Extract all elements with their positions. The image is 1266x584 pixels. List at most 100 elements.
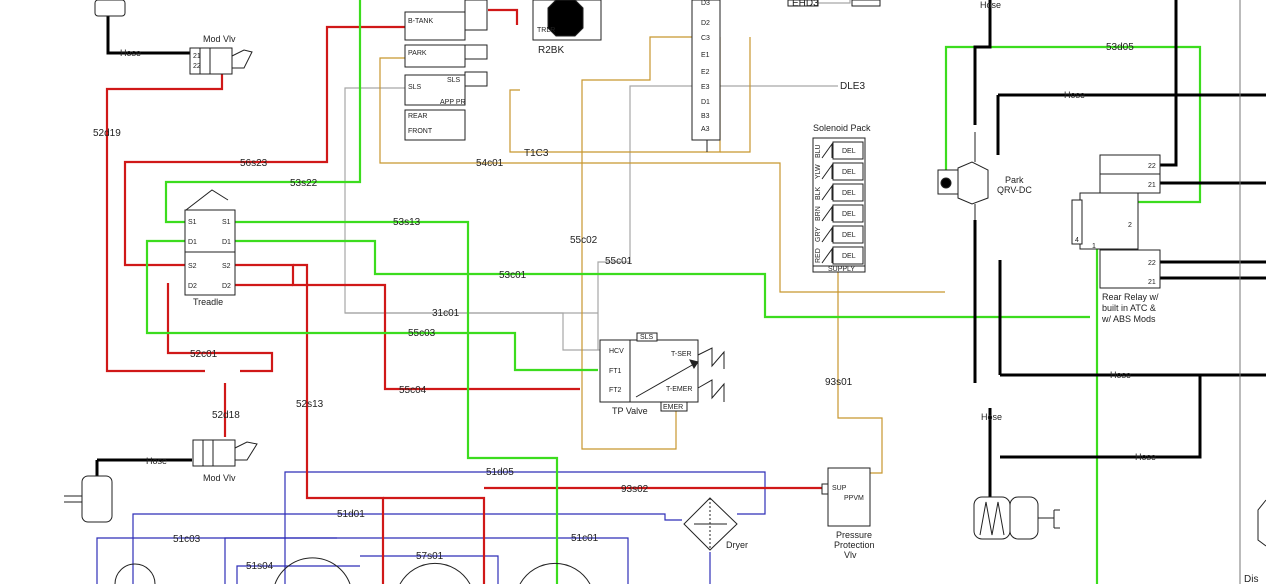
relay-port: 2 [1128, 222, 1132, 229]
wire-label: 55c03 [408, 328, 436, 339]
wire-label: 55c02 [570, 235, 598, 246]
terminal-label: E3 [701, 84, 710, 91]
treadle-port: D1 [188, 239, 197, 246]
svg-text:Vlv: Vlv [844, 550, 857, 560]
wire-label: 53d05 [1106, 42, 1134, 53]
terminal-label: C3 [701, 35, 710, 42]
solenoid-del-label: DEL [842, 169, 856, 176]
terminal-label: E2 [701, 69, 710, 76]
panel-port-label: B-TANK [408, 18, 433, 25]
wire-label: 55c01 [605, 256, 633, 267]
brake-chamber [973, 496, 1060, 540]
solenoid-color-label: BLU [815, 144, 822, 158]
solenoid-supply-label: SUPPLY [828, 266, 855, 273]
solenoid-color-label: YLW [815, 164, 822, 179]
panel-port-label: APP PR [440, 99, 466, 106]
red-air-lines [105, 8, 822, 584]
panel-port-label: TRLR [537, 27, 555, 34]
dryer-label: Dryer [726, 540, 748, 550]
tp-port: FT2 [609, 387, 622, 394]
pressure-protection-valve [821, 467, 871, 527]
wire-label: 51d05 [486, 467, 514, 478]
wire-label: 52c01 [190, 349, 218, 360]
terminal-block [691, 0, 721, 152]
wire-label: 55c04 [399, 385, 427, 396]
treadle-port: D1 [222, 239, 231, 246]
relay-port: 22 [1148, 260, 1156, 267]
wire-label: R2BK [538, 45, 564, 56]
solenoid-del-label: DEL [842, 211, 856, 218]
components: 21 22 [64, 0, 1266, 584]
panel-port-label: REAR [408, 113, 427, 120]
wire-label: 54c01 [476, 158, 504, 169]
solenoid-symbol [821, 205, 833, 222]
solenoid-row [832, 204, 864, 223]
wire-label: 52d18 [212, 410, 240, 421]
wire-label: 53s13 [393, 217, 421, 228]
ppv-port: SUP [832, 485, 847, 492]
hose-label: Hose [120, 48, 141, 58]
solenoid-row [832, 246, 864, 265]
top-left-valve-body [94, 0, 126, 17]
wire-label: 51d01 [337, 509, 365, 520]
mod-port-22: 22 [193, 63, 201, 70]
wire-label: EHD3 [792, 0, 819, 9]
terminal-label: D2 [701, 20, 710, 27]
hose-label: Hose [980, 0, 1001, 10]
black-hose-lines [95, 0, 1266, 497]
terminal-label: A3 [701, 126, 710, 133]
treadle-port: S1 [222, 219, 231, 226]
relay-port: 21 [1148, 182, 1156, 189]
solenoid-color-label: BRN [815, 206, 822, 221]
treadle-port: S2 [222, 263, 231, 270]
wire-label: 51c01 [571, 533, 599, 544]
solenoid-row [832, 225, 864, 244]
terminal-label: D3 [701, 0, 710, 7]
solenoid-del-label: DEL [842, 148, 856, 155]
solenoid-color-label: GRY [815, 227, 822, 242]
treadle-label: Treadle [193, 297, 223, 307]
terminal-label: E1 [701, 52, 710, 59]
wire-label: DLE3 [840, 81, 865, 92]
wire-label: 52d19 [93, 128, 121, 139]
blue-electrical-lines [96, 471, 766, 584]
relay-port: 21 [1148, 279, 1156, 286]
solenoid-symbol [821, 142, 833, 159]
panel-port-label: FRONT [408, 128, 433, 135]
solenoid-del-label: DEL [842, 190, 856, 197]
wire-label: 51s04 [246, 561, 274, 572]
svg-text:Park: Park [1005, 175, 1024, 185]
treadle-port: S2 [188, 263, 197, 270]
rear-relay-label: Rear Relay w/ built in ATC & w/ ABS Mods [1101, 292, 1159, 324]
trailer-knob [532, 0, 602, 41]
solenoid-symbol [821, 226, 833, 243]
solenoid-pack-label: Solenoid Pack [813, 123, 871, 133]
wire-label: 93s01 [825, 377, 853, 388]
tp-port: HCV [609, 348, 624, 355]
tp-port: T-EMER [666, 386, 692, 393]
wire-label: 31c01 [432, 308, 460, 319]
bottom-left-tank [81, 475, 113, 523]
solenoid-row [832, 162, 864, 181]
treadle-valve [184, 189, 236, 296]
tp-port: FT1 [609, 368, 622, 375]
solenoid-del-label: DEL [842, 253, 856, 260]
labels: Mod Vlv Mod Vlv Treadle TP Valve Solenoi… [93, 0, 1258, 584]
solenoid-symbol [821, 247, 833, 264]
svg-text:w/ ABS Mods: w/ ABS Mods [1101, 314, 1156, 324]
treadle-port: D2 [188, 283, 197, 290]
solenoid-symbol [821, 163, 833, 180]
mod-port-21: 21 [193, 53, 201, 60]
pressure-protection-label: Pressure Protection Vlv [834, 530, 875, 560]
edge-text: Dis [1244, 574, 1258, 584]
wire-label: 51c03 [173, 534, 201, 545]
park-qrv-valve [937, 132, 989, 220]
hose-label: Hose [1064, 90, 1085, 100]
park-qrv-label: Park QRV-DC [997, 175, 1032, 195]
mod-valve-bottom-label: Mod Vlv [203, 473, 236, 483]
solenoid-row [832, 141, 864, 160]
hose-label: Hose [146, 456, 167, 466]
air-dryer [683, 497, 738, 551]
